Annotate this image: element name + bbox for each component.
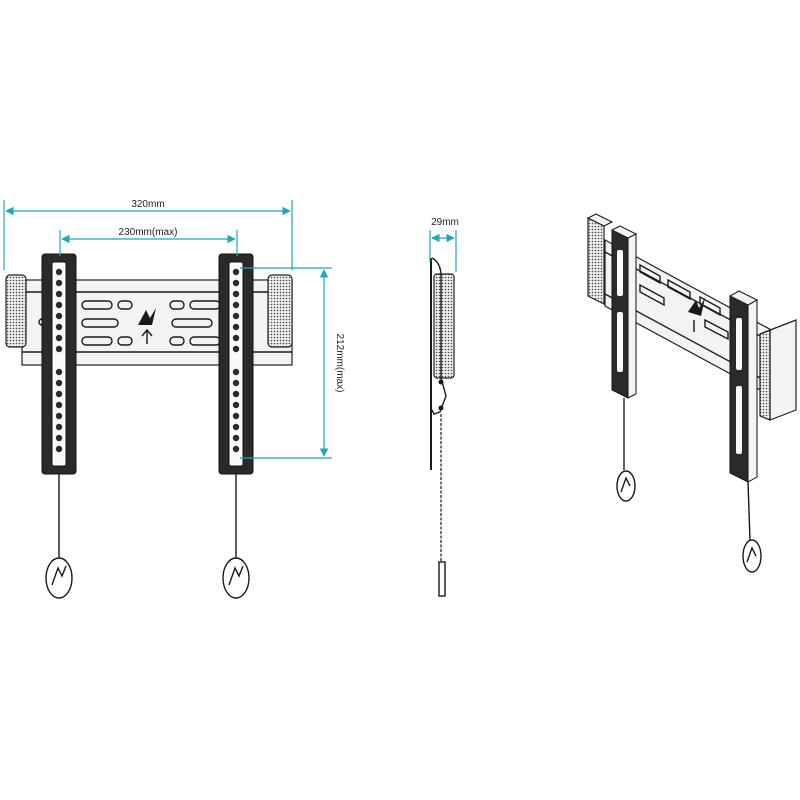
dimension-overall-width: 320mm <box>3 199 293 270</box>
left-end-pad <box>5 274 27 348</box>
dimension-depth: 29mm <box>429 217 459 272</box>
right-pull-ring <box>222 557 250 599</box>
vertical-range-label: 212mm(max) <box>334 334 345 393</box>
perspective-left-pull-ring <box>616 470 636 502</box>
side-profile-pad <box>433 273 455 379</box>
perspective-right-end-pad <box>759 319 797 421</box>
left-pull-ring <box>45 557 73 599</box>
right-vertical-rail <box>218 253 254 599</box>
overall-width-label: 320mm <box>131 199 164 210</box>
side-pull-tab <box>438 561 446 597</box>
rail-spacing-label: 230mm(max) <box>119 227 178 238</box>
front-view: 320mm 230mm(max) 212mm(max) <box>3 199 345 599</box>
left-vertical-rail <box>41 253 77 599</box>
perspective-left-rail <box>610 225 638 502</box>
right-end-pad <box>267 274 293 348</box>
dimension-vertical-range: 212mm(max) <box>240 267 345 459</box>
brand-logo-icon <box>138 308 156 325</box>
side-view: 29mm <box>429 217 459 597</box>
perspective-right-rail <box>728 290 762 573</box>
perspective-right-pull-ring <box>742 539 762 573</box>
perspective-view <box>586 213 797 573</box>
depth-label: 29mm <box>431 217 459 228</box>
perspective-logo-icon <box>688 298 705 316</box>
dimension-rail-spacing: 230mm(max) <box>59 227 238 256</box>
up-arrow-icon <box>141 328 153 344</box>
perspective-slots <box>639 263 729 341</box>
